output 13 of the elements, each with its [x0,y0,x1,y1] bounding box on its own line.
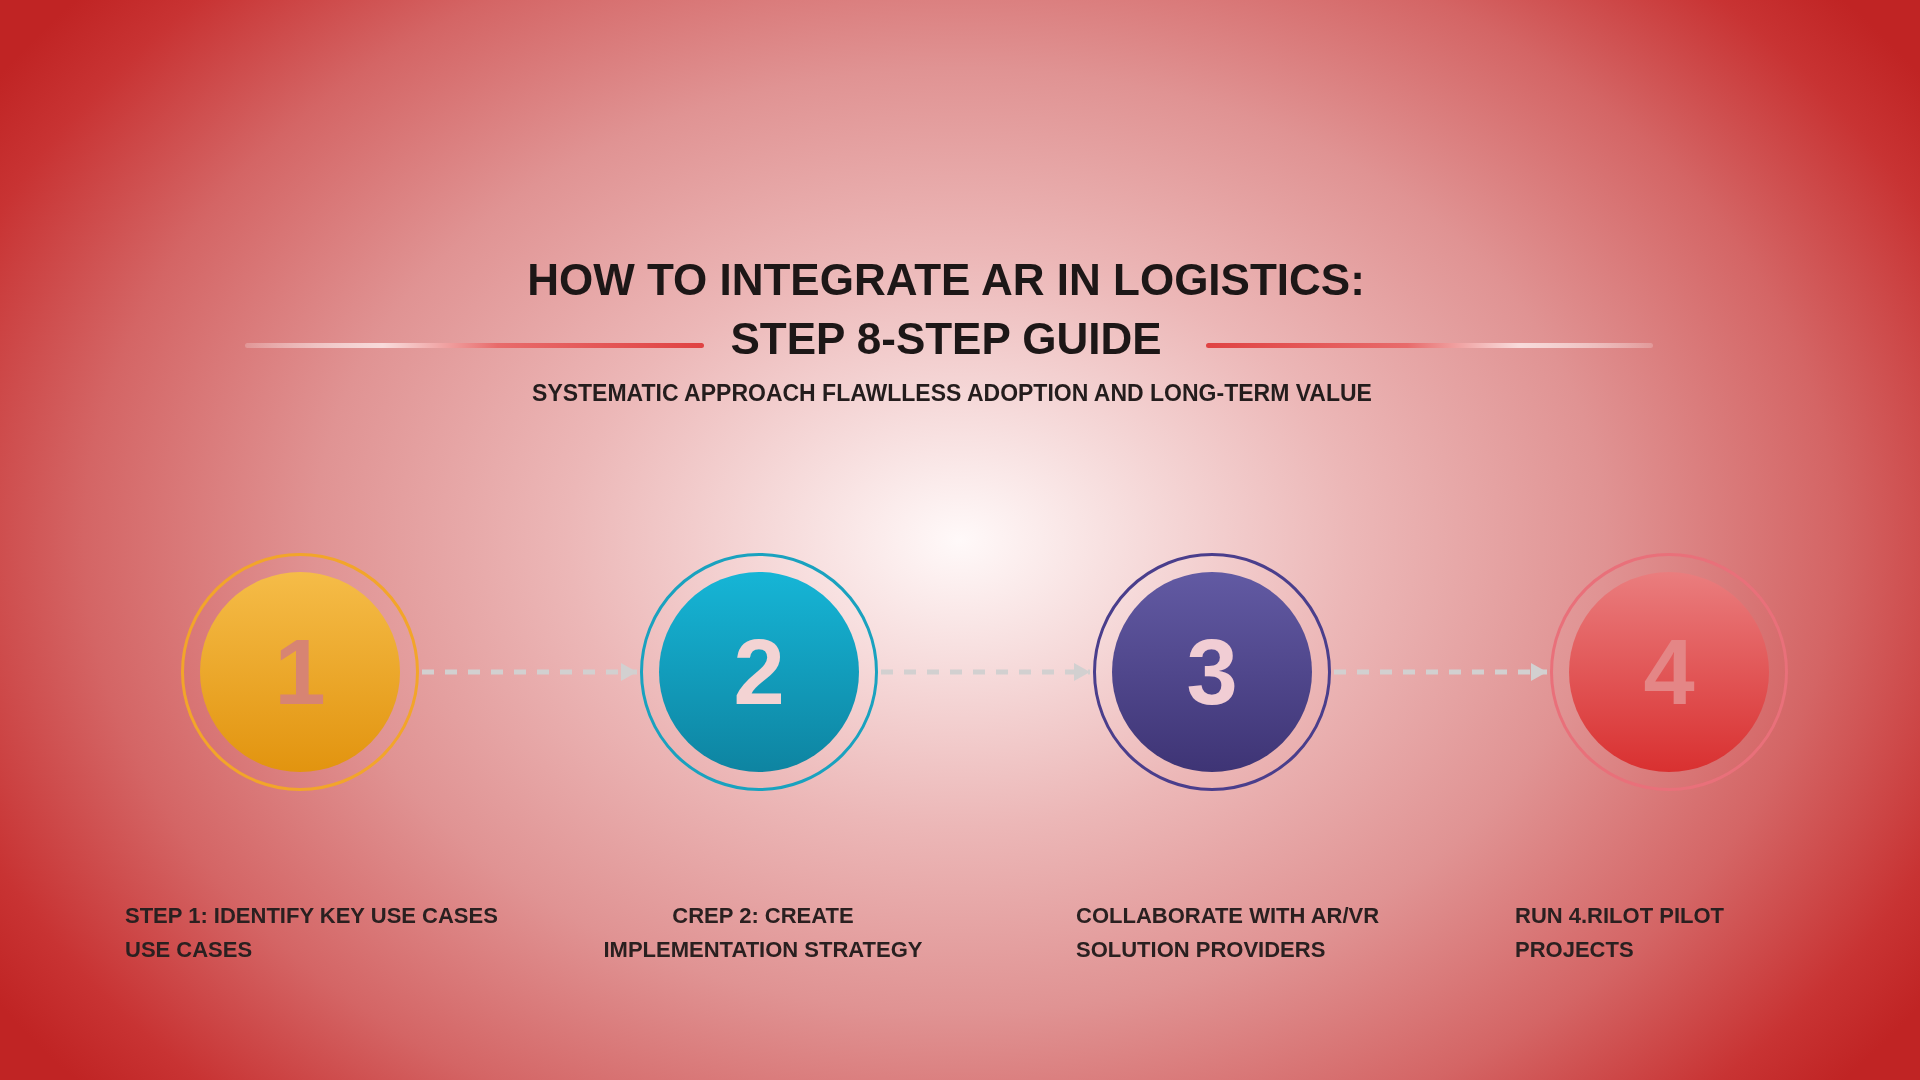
step-caption: STEP 1: IDENTIFY KEY USE CASES USE CASES [125,902,499,964]
dashed-arrow [1334,663,1547,681]
step-number: 2 [733,626,785,718]
dashed-arrow [881,663,1090,681]
step-number: 1 [274,626,326,718]
step-number: 4 [1643,626,1695,718]
subtitle: SYSTEMATIC APPROACH FLAWLLESS ADOPTION AND LONG-TERM VALUE [532,379,1372,407]
step-caption: CREP 2: CREATE IMPLEMENTATION STRATEGY [602,902,924,964]
step-number: 3 [1186,626,1238,718]
title: HOW TO INTEGRATE AR IN LOGISTICS: STEP 8-STEP GUIDE [526,254,1366,365]
dashed-arrow [422,663,637,681]
step-caption: RUN 4.RILOT PILOT PROJECTS [1515,902,1725,964]
step-caption: COLLABORATE WITH AR/VR SOLUTION PROVIDERS [1076,902,1381,964]
